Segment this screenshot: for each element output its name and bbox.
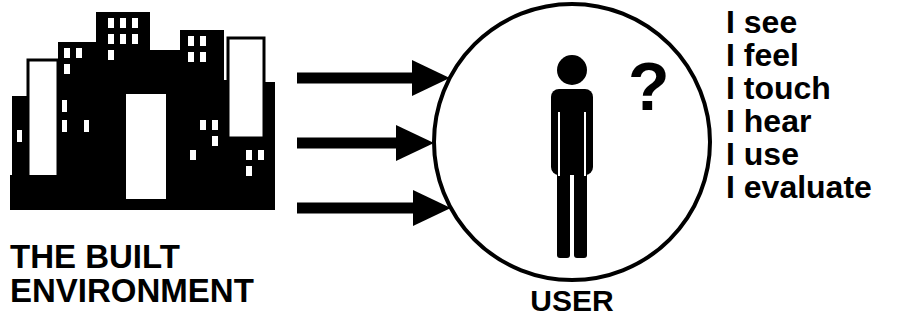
city-skyline <box>10 12 275 210</box>
perception-item: I touch <box>726 72 831 105</box>
environment-illustration: THE BUILT ENVIRONMENT <box>5 5 297 305</box>
perception-item: I evaluate <box>726 171 872 204</box>
perception-item: I use <box>726 138 799 171</box>
perception-item: I feel <box>726 39 799 72</box>
flow-arrow <box>297 203 431 214</box>
environment-heading: THE BUILT ENVIRONMENT <box>10 240 285 308</box>
flow-arrow <box>297 138 414 149</box>
perception-item: I see <box>726 6 797 39</box>
user-heading: USER <box>432 285 712 317</box>
flow-arrow <box>297 73 430 84</box>
perception-item: I hear <box>726 105 811 138</box>
circle-outline <box>432 2 712 282</box>
person-icon <box>551 55 593 258</box>
user-circle: ?USER <box>432 2 712 282</box>
question-mark: ? <box>628 50 688 122</box>
circle-outline <box>434 4 710 280</box>
